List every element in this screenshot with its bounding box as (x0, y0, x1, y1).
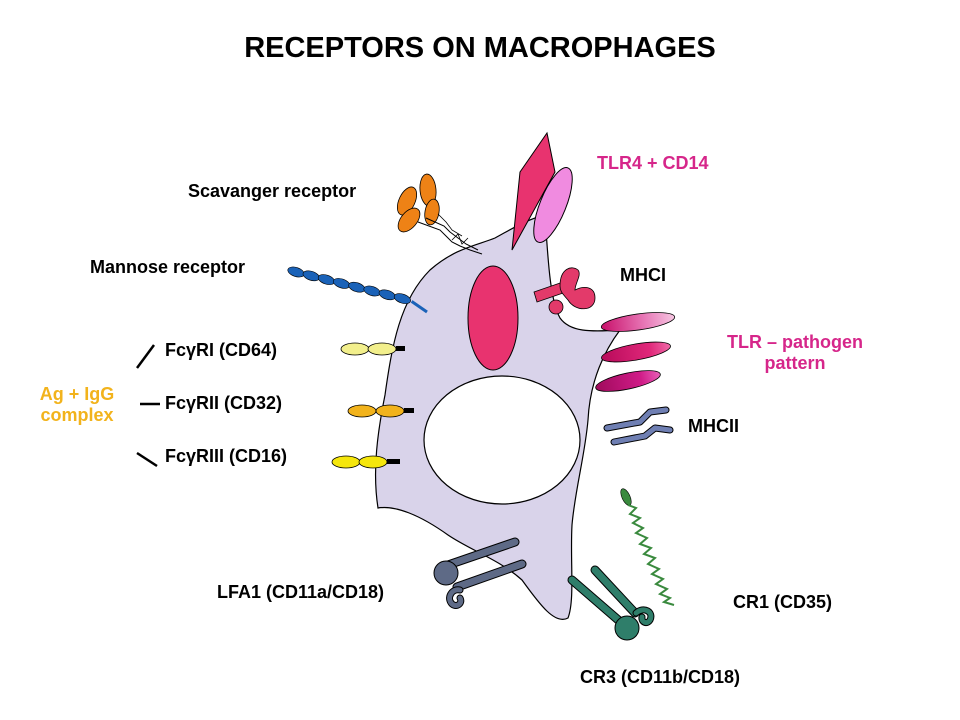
tlr-pattern-receptor-3 (595, 370, 661, 392)
tlr4-receptor (511, 131, 556, 251)
lfa1-label: LFA1 (CD11a/CD18) (217, 582, 385, 602)
tlr-pattern-label-line2: pattern (764, 352, 826, 373)
ag-igg-label-line2: complex (40, 404, 114, 425)
mannose-bead (378, 289, 396, 301)
lfa1-receptor (433, 537, 527, 609)
cr1-label: CR1 (CD35) (733, 592, 833, 612)
mhc2-label: MHCII (688, 416, 739, 436)
tlr-pattern-receptor-2 (601, 341, 671, 363)
mhc1-receptor (533, 267, 596, 315)
mannose-bead (287, 266, 305, 278)
mannose-bead (317, 274, 335, 285)
fc-gamma-ri-label: FcγRI (CD64) (165, 340, 278, 360)
mannose-bead (333, 278, 351, 289)
ag-igg-complex-label: Ag + IgG complex (22, 384, 132, 425)
ag-line-bottom (136, 451, 158, 468)
mhc2-receptor (603, 406, 674, 446)
fc-gamma-riii-receptor (331, 455, 400, 469)
cr3-label: CR3 (CD11b/CD18) (580, 667, 741, 687)
mannose-bead (393, 293, 411, 304)
ag-line-top (135, 344, 156, 369)
mannose-receptor-label: Mannose receptor (90, 257, 246, 277)
cd14-receptor (533, 167, 573, 243)
fc-gamma-riii-label: FcγRIII (CD16) (165, 446, 288, 466)
tlr-pattern-receptor-1 (600, 312, 676, 332)
page-title: RECEPTORS ON MACROPHAGES (244, 32, 716, 64)
ag-igg-label-line1: Ag + IgG (39, 384, 115, 404)
tlr-pattern-label-line1: TLR – pathogen (727, 332, 863, 352)
mannose-stalk (410, 300, 428, 314)
fc-gamma-ri-receptor (340, 342, 405, 356)
mannose-bead (363, 285, 381, 297)
cr1-receptor (620, 488, 675, 606)
tlr4-cd14-label: TLR4 + CD14 (597, 153, 709, 173)
nucleus (423, 375, 581, 505)
fc-gamma-rii-label: FcγRII (CD32) (165, 393, 283, 413)
mannose-bead (348, 281, 366, 293)
vesicle (467, 265, 519, 371)
fc-gamma-rii-receptor (347, 404, 414, 418)
mhc1-label: MHCI (620, 265, 666, 285)
tlr-pattern-label: TLR – pathogen pattern (695, 332, 895, 373)
mannose-receptor (287, 266, 428, 314)
cr3-receptor (567, 565, 655, 641)
mannose-bead (302, 270, 320, 282)
scavenger-receptor (396, 173, 483, 255)
scavenger-receptor-label: Scavanger receptor (188, 181, 357, 201)
